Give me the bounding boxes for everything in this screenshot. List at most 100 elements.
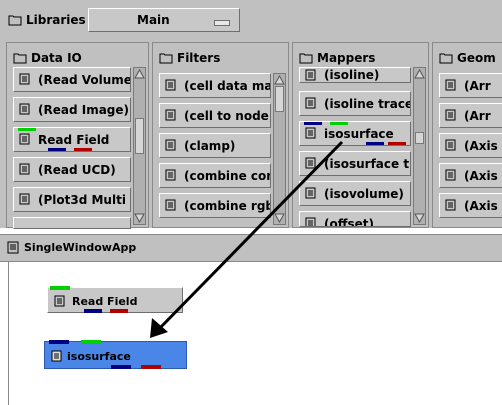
document-icon (19, 133, 30, 145)
module-list: (Arr (Arr (Axis (Axis (Axis (437, 73, 502, 227)
list-item[interactable]: (Plot3d Multi B (13, 187, 131, 212)
node-label: Read Field (72, 295, 138, 308)
list-item-isosurface[interactable]: isosurface (299, 121, 411, 146)
document-icon (165, 79, 176, 91)
document-icon (305, 187, 316, 199)
list-item[interactable]: (Arr (439, 103, 502, 128)
scroll-up-icon[interactable] (414, 69, 425, 79)
panel-title: Geom (457, 51, 496, 65)
window-title: SingleWindowApp (24, 241, 137, 254)
scroll-thumb[interactable] (415, 132, 424, 144)
input-port (141, 365, 161, 369)
module-list: (cell data math (cell to node) (clamp) (… (157, 73, 288, 227)
output-port (330, 122, 348, 125)
document-icon (19, 193, 30, 205)
list-item[interactable]: (Read UCD) (13, 157, 131, 182)
node-read-field[interactable]: Read Field (47, 286, 183, 313)
scroll-thumb[interactable] (135, 118, 144, 154)
document-icon (51, 350, 62, 362)
document-icon (305, 217, 316, 226)
input-port (49, 340, 69, 344)
document-icon (165, 139, 176, 151)
input-port (304, 122, 322, 125)
document-icon (445, 139, 456, 151)
panel-mappers: Mappers (isoline) (isoline trace) isosur… (292, 42, 429, 228)
list-item[interactable]: (offset) (299, 211, 411, 227)
scrollbar[interactable] (133, 67, 146, 225)
scroll-down-icon[interactable] (274, 213, 285, 223)
scrollbar[interactable] (273, 73, 286, 225)
output-port (50, 286, 70, 290)
document-icon (305, 97, 316, 109)
dropdown-icon (214, 20, 230, 26)
list-item[interactable]: (Read Image) (13, 97, 131, 122)
document-icon (165, 199, 176, 211)
document-icon (19, 73, 30, 85)
output-port (18, 128, 36, 131)
node-isosurface[interactable]: isosurface (44, 340, 187, 369)
list-item[interactable]: (isosurface tra (299, 151, 411, 176)
list-item[interactable]: (Axis (439, 133, 502, 158)
document-icon (445, 169, 456, 181)
input-port (84, 309, 102, 313)
document-icon (165, 109, 176, 121)
scroll-up-icon[interactable] (134, 69, 145, 79)
document-icon (305, 69, 316, 81)
document-icon (165, 169, 176, 181)
output-port (81, 340, 101, 344)
list-item[interactable]: (Arr (439, 73, 502, 98)
list-item[interactable] (13, 217, 131, 229)
panel-title: Filters (177, 51, 221, 65)
list-item[interactable]: (Axis (439, 163, 502, 188)
list-item[interactable]: (cell data math (159, 73, 271, 98)
canvas[interactable] (8, 262, 502, 405)
list-item[interactable]: (combine rgb) (159, 193, 271, 218)
scroll-thumb[interactable] (275, 86, 284, 112)
document-icon (19, 103, 30, 115)
module-list: (isoline) (isoline trace) isosurface (is… (297, 67, 428, 227)
document-icon (305, 127, 316, 139)
module-list: (Read Volume (Read Image) Read Field (Re… (11, 67, 148, 229)
folder-icon (439, 53, 453, 64)
list-item[interactable]: (cell to node) (159, 103, 271, 128)
list-item[interactable]: (isoline) (299, 67, 411, 83)
folder-icon (8, 15, 22, 26)
list-item[interactable]: (clamp) (159, 133, 271, 158)
libraries-label: Libraries (26, 13, 86, 27)
input-port (388, 142, 406, 145)
folder-icon (299, 53, 313, 64)
input-port (110, 309, 128, 313)
folder-icon (159, 53, 173, 64)
scrollbar[interactable] (413, 67, 426, 225)
window-icon (7, 241, 19, 254)
list-item[interactable]: (isovolume) (299, 181, 411, 206)
library-selector[interactable]: Main (88, 8, 240, 32)
list-item[interactable]: (Axis (439, 193, 502, 218)
scroll-down-icon[interactable] (414, 213, 425, 223)
list-item[interactable]: (Read Volume (13, 67, 131, 92)
panel-filters: Filters (cell data math (cell to node) (… (152, 42, 289, 228)
document-icon (54, 295, 65, 307)
input-port (74, 148, 92, 151)
document-icon (445, 199, 456, 211)
input-port (111, 365, 131, 369)
scroll-down-icon[interactable] (134, 213, 145, 223)
document-icon (19, 163, 30, 175)
panel-data-io: Data IO (Read Volume (Read Image) Read F… (6, 42, 149, 229)
input-port (366, 142, 384, 145)
folder-icon (13, 53, 27, 64)
list-item-read-field[interactable]: Read Field (13, 127, 131, 152)
input-port (48, 148, 66, 151)
document-icon (445, 79, 456, 91)
scroll-up-icon[interactable] (274, 75, 285, 85)
panel-title: Data IO (31, 51, 82, 65)
list-item[interactable]: (isoline trace) (299, 91, 411, 116)
list-item[interactable]: (combine comp (159, 163, 271, 188)
library-selector-value: Main (137, 13, 170, 27)
panel-geometry: Geom (Arr (Arr (Axis (Axis (Axis (432, 42, 502, 228)
node-label: isosurface (67, 350, 131, 363)
panel-title: Mappers (317, 51, 376, 65)
document-icon (445, 109, 456, 121)
app-window-titlebar: SingleWindowApp (0, 234, 502, 262)
